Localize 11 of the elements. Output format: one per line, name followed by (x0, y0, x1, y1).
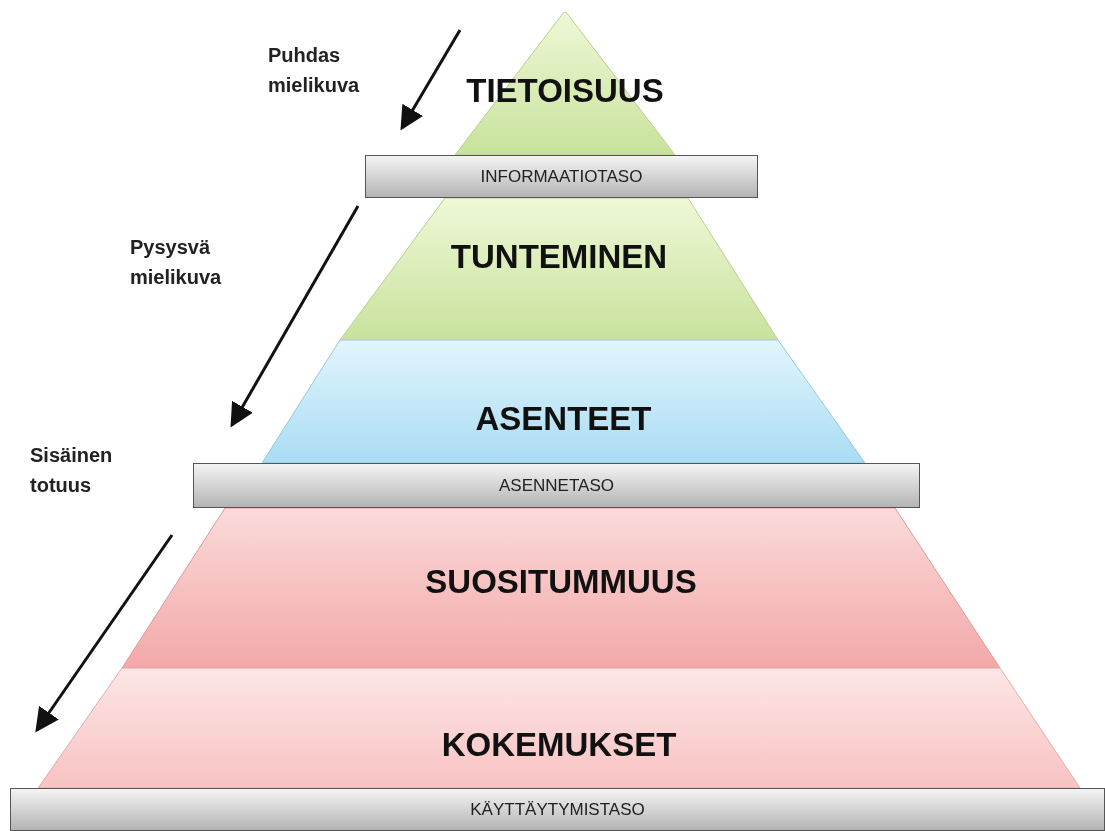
layer-title: ASENTEET (475, 400, 652, 438)
level-bar: ASENNETASO (193, 463, 920, 508)
layer-title: TUNTEMINEN (450, 238, 668, 276)
stage-label: Pysysvä mielikuva (130, 235, 223, 290)
stage-label: Sisäinen totuus (30, 443, 114, 498)
layer-title: TIETOISUUS (466, 72, 664, 110)
level-bar: INFORMAATIOTASO (365, 155, 758, 198)
layer-title: KOKEMUKSET (441, 726, 677, 764)
layer-title: SUOSITUMMUUS (425, 563, 697, 601)
stage-label: Puhdas mielikuva (268, 43, 361, 98)
level-bar: KÄYTTÄYTYMISTASO (10, 788, 1105, 831)
